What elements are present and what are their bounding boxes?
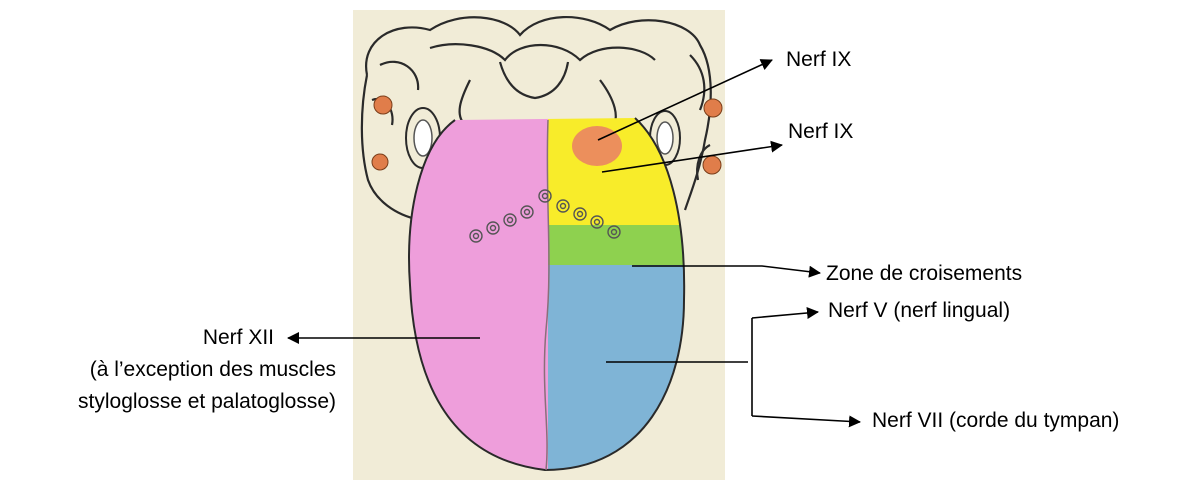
label-nerf-xii-block: Nerf XII (à l’exception des muscles styl… [78, 324, 336, 415]
label-nerf-v: Nerf V (nerf lingual) [828, 298, 1010, 324]
label-nerf-vii: Nerf VII (corde du tympan) [872, 408, 1119, 434]
pointer-nerf-v [752, 312, 818, 318]
label-nerf-ix-mid: Nerf IX [788, 119, 853, 145]
label-nerf-ix-top: Nerf IX [786, 47, 851, 73]
pointer-nerf-vii [752, 416, 860, 422]
label-nerf-xii-line1: Nerf XII [78, 324, 274, 351]
label-nerf-xii-line3: styloglosse et palatoglosse) [78, 388, 336, 415]
crossing-zone-green [548, 225, 698, 270]
label-nerf-xii-line2: (à l’exception des muscles [78, 356, 336, 383]
label-zone-croisements: Zone de croisements [826, 261, 1022, 287]
